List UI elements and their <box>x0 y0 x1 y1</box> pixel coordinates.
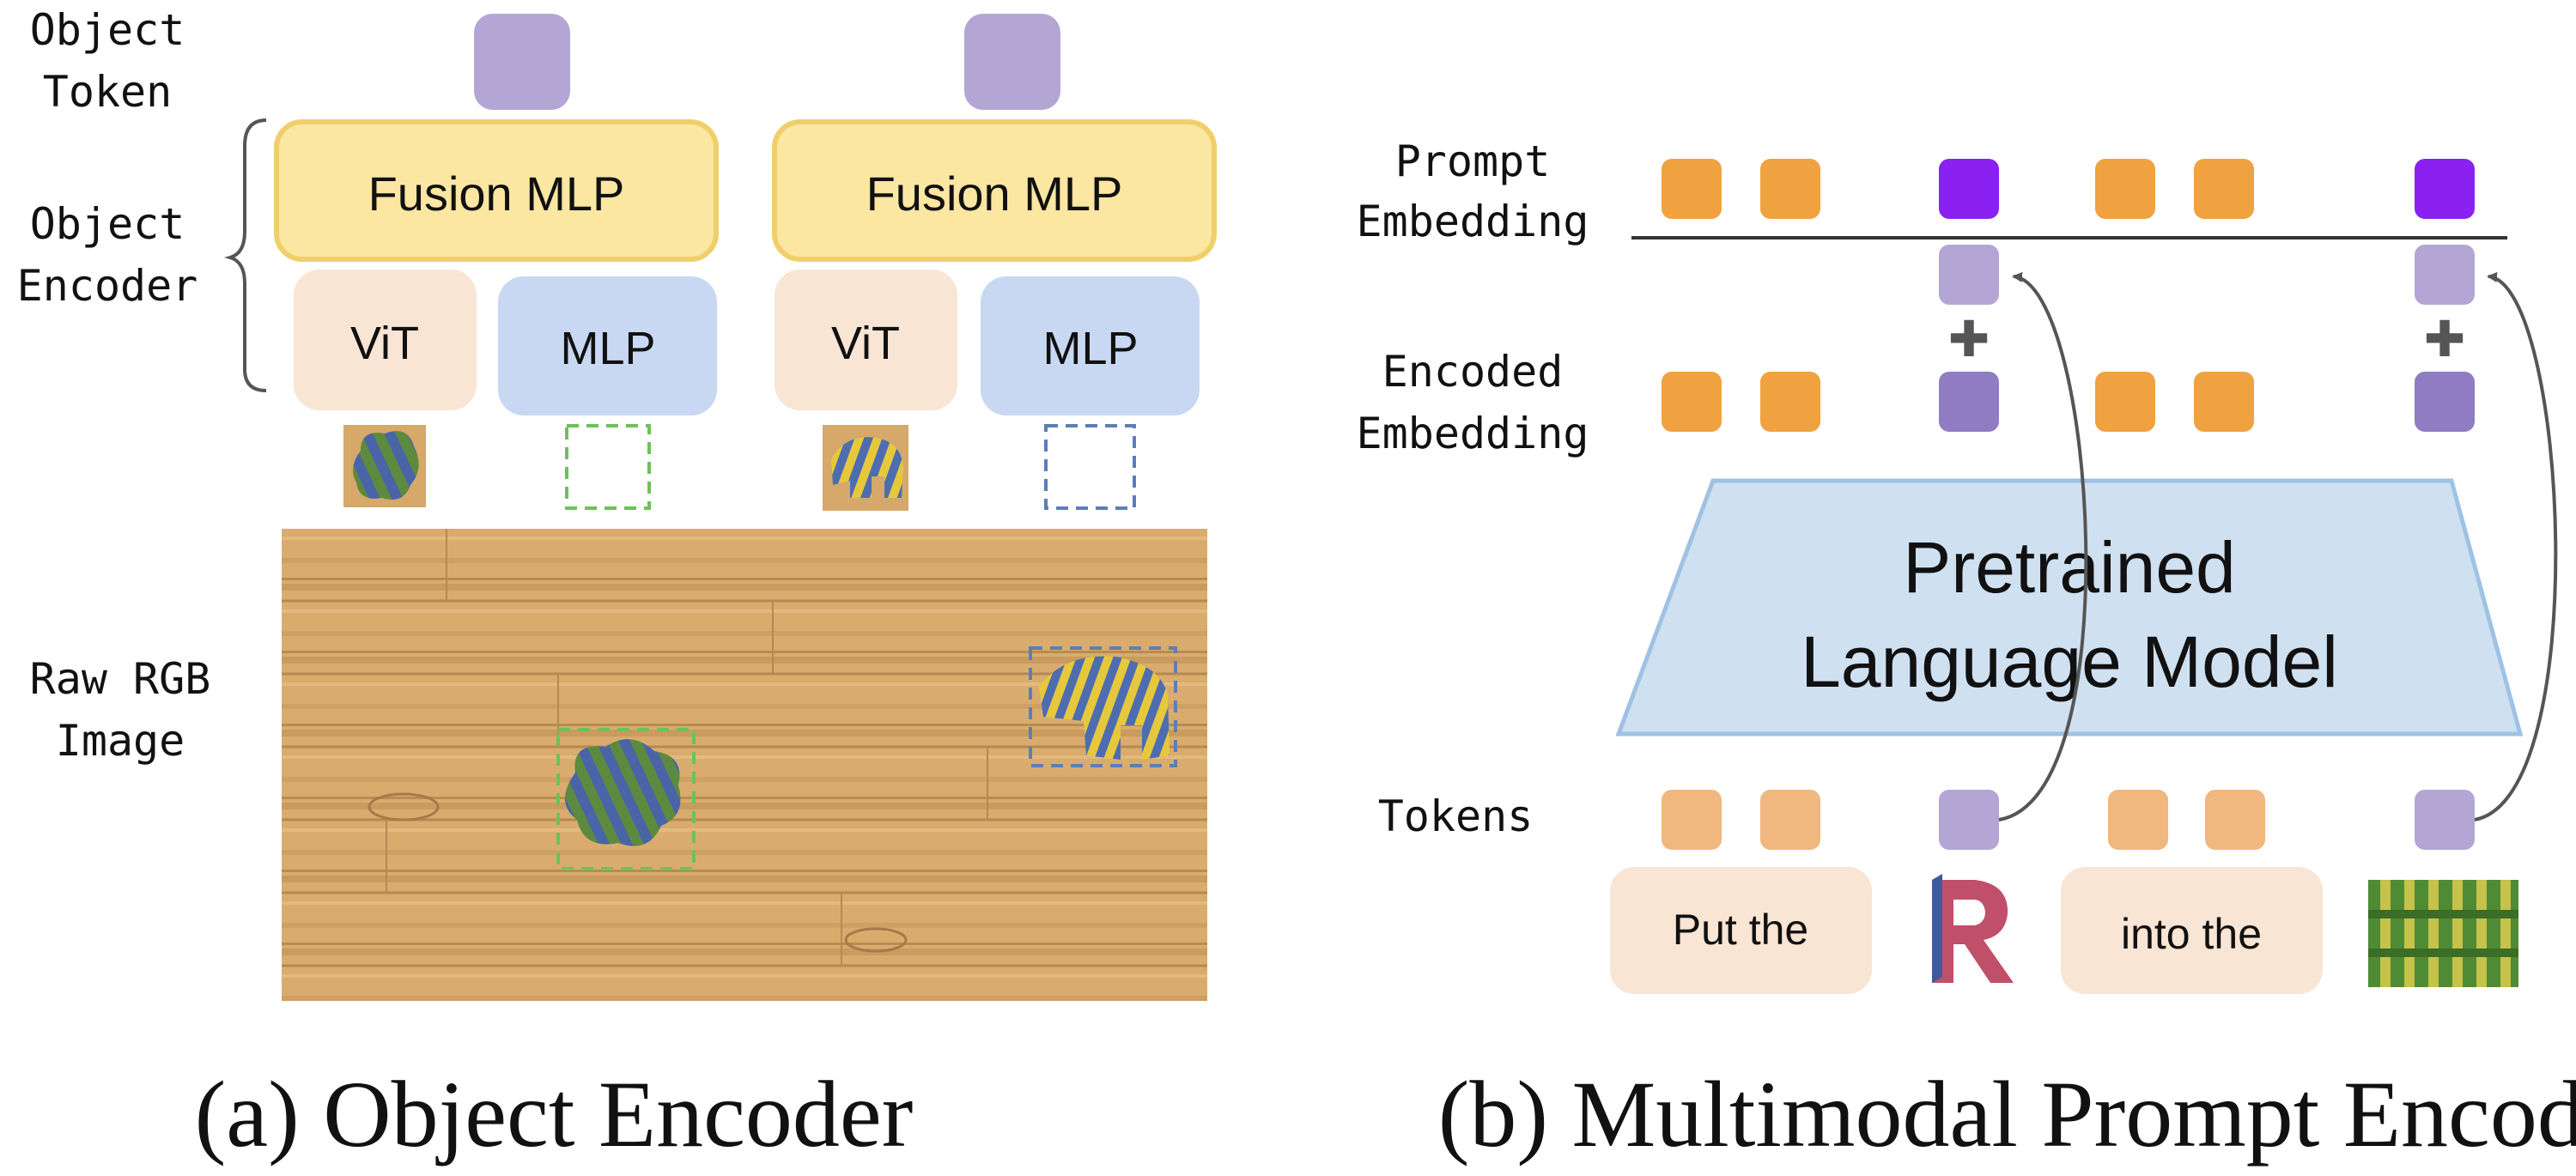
skip-arrow-2 <box>2474 271 2558 821</box>
object-encoder-brace <box>223 118 267 392</box>
image-token-green-pallet <box>2368 880 2518 987</box>
mlp-box-1 <box>498 276 717 415</box>
object-token-slot-2 <box>2415 245 2475 305</box>
token-4 <box>2108 790 2168 850</box>
label-object-token-line1: Object <box>30 5 185 55</box>
cropped-object-thumbnail-1 <box>343 425 426 507</box>
pretrained-language-model-block <box>1615 478 2524 737</box>
word-box-into-the <box>2061 867 2323 994</box>
encoded-embedding-2 <box>1760 372 1820 432</box>
image-token-letter-r <box>1932 874 2014 983</box>
encoded-embedding-5 <box>2194 372 2254 432</box>
encoded-embedding-6 <box>2415 372 2475 432</box>
mlp-box-2 <box>981 276 1200 415</box>
panel-object-encoder: Object Token Object Encoder Raw RGB Imag… <box>17 5 1217 1167</box>
plm-label-line2: Language Model <box>1801 621 2338 702</box>
word-box-put-the <box>1610 867 1872 994</box>
mlp-label-2: MLP <box>1042 323 1138 374</box>
panel-multimodal-prompt-encoder: Prompt Embedding Encoded Embedding Token… <box>1357 136 2576 1167</box>
encoded-embedding-3 <box>1939 372 1999 432</box>
mlp-label-1: MLP <box>560 323 655 374</box>
scene-object-green-cross <box>564 739 681 846</box>
cropped-object-thumbnail-2 <box>823 425 908 511</box>
encoded-embedding-1 <box>1662 372 1722 432</box>
label-object-encoder-line1: Object <box>30 199 185 249</box>
label-object-encoder-line2: Encoder <box>17 261 198 311</box>
token-3 <box>1939 790 1999 850</box>
plus-icon-1: ✚ <box>1948 312 1990 367</box>
token-5 <box>2205 790 2265 850</box>
prompt-embedding-5 <box>2194 159 2254 219</box>
token-1 <box>1662 790 1722 850</box>
raw-rgb-image <box>282 529 1207 1001</box>
prompt-embedding-2 <box>1760 159 1820 219</box>
prompt-embedding-3 <box>1939 159 1999 219</box>
bbox-placeholder-blue <box>1044 424 1136 510</box>
token-6 <box>2415 790 2475 850</box>
bbox-placeholder-green <box>565 424 651 510</box>
vit-label-1: ViT <box>350 318 419 369</box>
fusion-mlp-label-2: Fusion MLP <box>866 167 1123 221</box>
scene-bbox-blue <box>1029 646 1177 767</box>
label-tokens: Tokens <box>1378 791 1534 841</box>
vit-box-2 <box>775 270 957 410</box>
fusion-mlp-box-2 <box>772 119 1217 262</box>
label-raw-rgb-line2: Image <box>56 716 185 766</box>
scene-object-yellow-letter <box>1039 656 1170 760</box>
word-into-the: into the <box>2121 910 2262 958</box>
plus-icon-2: ✚ <box>2424 312 2466 367</box>
label-object-token-line2: Token <box>43 67 173 117</box>
scene-bbox-green <box>556 728 696 870</box>
skip-arrow-1 <box>1998 271 2088 821</box>
vit-box-1 <box>294 270 477 410</box>
object-token-slot-1 <box>1939 245 1999 305</box>
plm-label-line1: Pretrained <box>1903 527 2236 608</box>
prompt-embedding-1 <box>1662 159 1722 219</box>
object-token-2 <box>964 14 1060 110</box>
caption-multimodal-prompt-encoder: (b) Multimodal Prompt Encoder <box>1438 1062 2576 1167</box>
label-prompt-embedding-line2: Embedding <box>1357 197 1589 246</box>
label-encoded-embedding-line2: Embedding <box>1357 409 1589 458</box>
word-put-the: Put the <box>1673 906 1808 954</box>
fusion-mlp-label-1: Fusion MLP <box>368 167 625 221</box>
label-raw-rgb-line1: Raw RGB <box>30 654 211 704</box>
label-encoded-embedding-line1: Encoded <box>1382 347 1564 397</box>
prompt-embedding-4 <box>2095 159 2155 219</box>
encoded-embedding-4 <box>2095 372 2155 432</box>
prompt-embedding-6 <box>2415 159 2475 219</box>
vit-label-2: ViT <box>831 318 900 369</box>
object-token-1 <box>474 14 570 110</box>
token-2 <box>1760 790 1820 850</box>
label-prompt-embedding-line1: Prompt <box>1395 136 1551 186</box>
fusion-mlp-box-1 <box>274 119 719 262</box>
caption-object-encoder: (a) Object Encoder <box>195 1062 914 1167</box>
